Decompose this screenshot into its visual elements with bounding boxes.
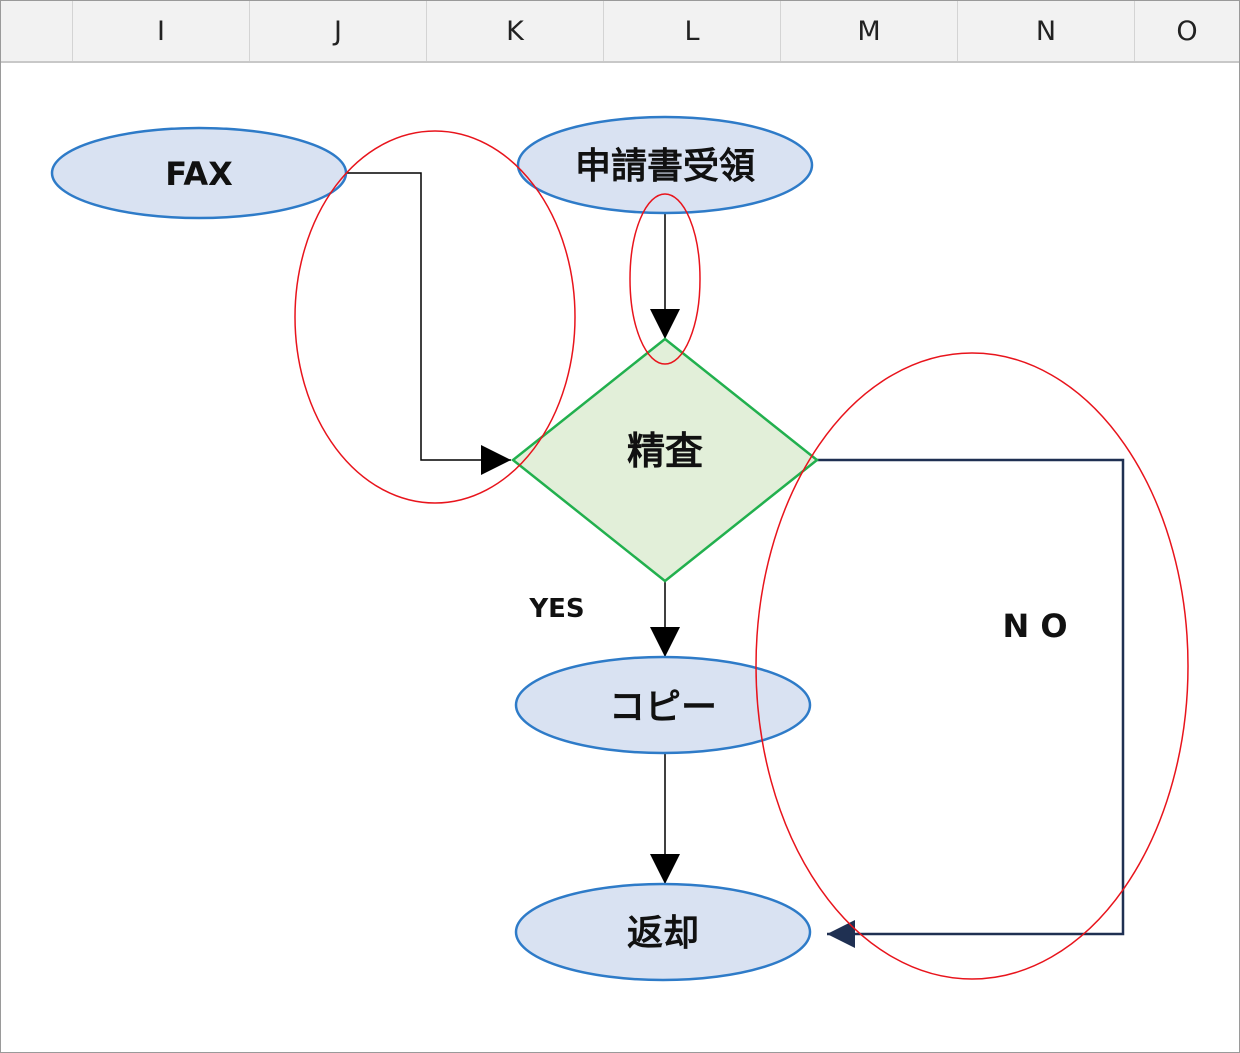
select-all-corner[interactable]: [1, 1, 73, 61]
node-fax[interactable]: FAX: [50, 126, 348, 220]
node-copy-label: コピー: [609, 687, 717, 728]
node-return-label: 返却: [627, 913, 699, 954]
connector-fax-to-inspect[interactable]: [345, 172, 511, 475]
node-copy[interactable]: コピー: [514, 655, 812, 755]
node-receive-application[interactable]: 申請書受領: [516, 115, 814, 215]
column-header-k[interactable]: K: [427, 1, 604, 61]
edge-label-no: N O: [1002, 607, 1067, 645]
column-header-j[interactable]: J: [250, 1, 427, 61]
highlight-circle-no-connector: [755, 352, 1189, 980]
node-inspect-decision[interactable]: 精査: [510, 337, 820, 583]
column-header-n[interactable]: N: [958, 1, 1135, 61]
node-receive-application-label: 申請書受領: [575, 145, 755, 187]
column-header-bar: I J K L M N O: [1, 1, 1239, 63]
node-fax-label: FAX: [165, 155, 233, 193]
connector-inspect-no-to-return[interactable]: [817, 458, 1125, 948]
column-header-l[interactable]: L: [604, 1, 781, 61]
column-header-i[interactable]: I: [73, 1, 250, 61]
column-header-o[interactable]: O: [1176, 15, 1198, 47]
node-return[interactable]: 返却: [514, 882, 812, 982]
node-inspect-decision-label: 精査: [627, 429, 703, 473]
edge-label-yes: YES: [528, 594, 584, 624]
column-header-m[interactable]: M: [781, 1, 958, 61]
highlight-circle-fax-connector: [294, 130, 576, 504]
highlight-circle-receive-connector: [629, 193, 701, 365]
